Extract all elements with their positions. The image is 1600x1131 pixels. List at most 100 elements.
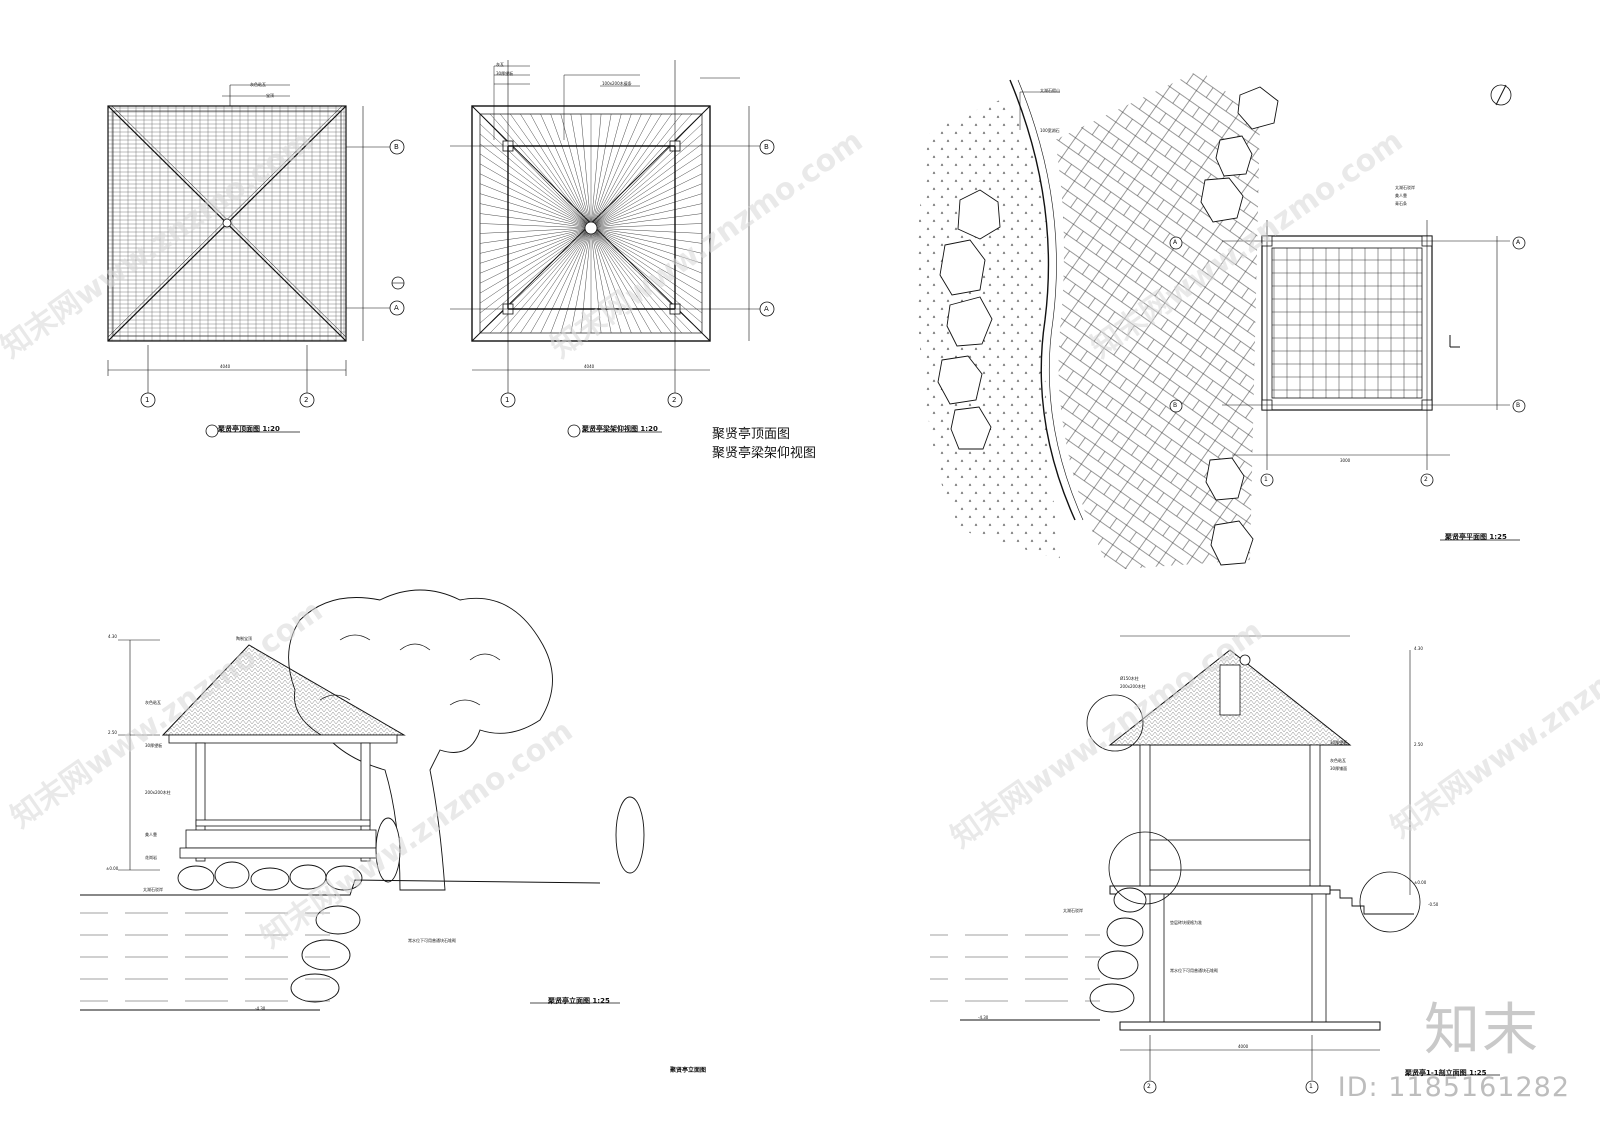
rafter-line xyxy=(479,227,592,294)
rafter-line xyxy=(590,227,703,244)
beam-axis-label-b: B xyxy=(764,143,769,151)
rafter-line xyxy=(590,193,703,229)
rafter-line xyxy=(479,133,592,229)
elev-note-2: 30厚望板 xyxy=(145,743,163,748)
site-axis-label-a: A xyxy=(1173,239,1178,246)
rafter-line xyxy=(590,227,672,334)
rafter-line xyxy=(590,113,703,229)
roof-plan-dim-total: 4040 xyxy=(220,364,231,369)
rafter-line xyxy=(590,163,703,229)
rafter-line xyxy=(489,227,592,334)
rafter-line xyxy=(590,227,682,334)
rafter-line xyxy=(510,113,592,229)
rafter-line xyxy=(590,183,703,229)
site-axis-label-b: B xyxy=(1173,402,1178,409)
rafter-line xyxy=(550,113,592,229)
beam-axis-label-2: 2 xyxy=(672,396,677,404)
roof-note-0: 灰色粘瓦 xyxy=(250,82,266,87)
elev-note-0: 陶制宝顶 xyxy=(236,636,252,641)
axis-label-b: B xyxy=(394,143,399,151)
rafter-line xyxy=(590,113,642,229)
rafter-line xyxy=(590,223,703,229)
rafter-line xyxy=(590,153,703,229)
sect-note-6: 垫层砖块规格为准 xyxy=(1170,920,1202,925)
rafter-line xyxy=(479,227,592,234)
rafter-line xyxy=(540,227,592,334)
beam-plan-title: 聚贤亭梁架仰视图 1:20 xyxy=(582,425,658,433)
elev-level-zero: ±0.00 xyxy=(106,866,119,871)
site-axis-label-2: 2 xyxy=(1424,476,1428,483)
pair-title-line2: 聚贤亭梁架仰视图 xyxy=(712,446,817,461)
rafter-line xyxy=(479,227,592,324)
sect-note-5: 太湖石驳岸 xyxy=(1063,908,1083,913)
site-plan-drawing xyxy=(917,70,1526,570)
rafter-line xyxy=(570,113,592,229)
rafter-line xyxy=(479,193,592,229)
beam-note-1: 30厚望板 xyxy=(496,71,514,76)
rafter-line xyxy=(530,113,592,229)
rafter-line xyxy=(590,227,703,234)
site-axis-label-1: 1 xyxy=(1264,476,1268,483)
rafter-line xyxy=(479,203,592,229)
image-id-label: ID: 1185161282 xyxy=(1337,1072,1570,1103)
rafter-line xyxy=(590,113,662,229)
elev-note-7: 常水位下可用普通块石堆砌 xyxy=(408,938,456,943)
rafter-line xyxy=(479,163,592,229)
rafter-line xyxy=(560,227,592,334)
section-title: 聚贤亭1-1剖立面图 1:25 xyxy=(1405,1069,1487,1077)
rafter-line xyxy=(590,227,632,334)
axis-label-1: 1 xyxy=(145,396,150,404)
rafter-line xyxy=(479,143,592,229)
rafter-line xyxy=(590,227,703,294)
rafter-line xyxy=(590,113,672,229)
site-plan-title: 聚贤亭平面图 1:25 xyxy=(1445,533,1507,541)
sect-note-4: 30厚铺面 xyxy=(1330,766,1348,771)
front-elevation-subtitle: 聚贤亭立面图 xyxy=(670,1067,707,1074)
sect-level-neg: -0.50 xyxy=(1428,902,1439,907)
section-axis-label-1: 1 xyxy=(1309,1083,1313,1090)
rafter-line xyxy=(479,183,592,229)
elev-level-bottom: -4.30 xyxy=(255,1006,266,1011)
beam-note-0: 灰瓦 xyxy=(496,62,504,67)
section-dim-total: 4000 xyxy=(1238,1044,1249,1049)
rafter-line xyxy=(590,173,703,229)
rafter-line xyxy=(500,227,592,334)
rafter-line xyxy=(590,227,652,334)
elev-level-top: 4.30 xyxy=(108,634,117,639)
rafter-line xyxy=(479,227,592,274)
front-elevation-title: 聚贤亭立面图 1:25 xyxy=(548,997,610,1005)
sect-note-7: 常水位下可用普通块石堆砌 xyxy=(1170,968,1218,973)
site-note-3: 美人靠 xyxy=(1395,193,1407,198)
rafter-line xyxy=(560,113,592,229)
rafter-line xyxy=(510,227,592,334)
rafter-line xyxy=(590,227,602,334)
elev-note-6: 太湖石驳岸 xyxy=(143,887,163,892)
rafter-line xyxy=(530,227,592,334)
elev-level-eave: 2.50 xyxy=(108,730,117,735)
beam-axis-label-1: 1 xyxy=(505,396,510,404)
rafter-line xyxy=(590,227,703,324)
beam-note-2: 100x200木檩条 xyxy=(602,81,632,86)
elev-note-1: 灰色粘瓦 xyxy=(145,700,161,705)
rafter-line xyxy=(590,227,703,304)
rafter-line xyxy=(580,227,592,334)
rafter-line xyxy=(590,113,652,229)
sect-level-eave: 2.50 xyxy=(1414,742,1423,747)
pair-title-line1: 聚贤亭顶面图 xyxy=(712,427,791,442)
sect-level-top: 4.30 xyxy=(1414,646,1423,651)
rafter-line xyxy=(479,227,592,244)
beam-plan-drawing xyxy=(450,60,775,438)
rafter-line xyxy=(590,227,703,254)
rafter-line xyxy=(590,123,703,229)
sect-level-bottom: -4.30 xyxy=(978,1015,989,1020)
roof-note-1: 宝顶 xyxy=(266,93,274,98)
site-dim-mid: 3000 xyxy=(1340,458,1351,463)
rafter-line xyxy=(590,227,662,334)
rafter-line xyxy=(580,113,592,229)
rafter-line xyxy=(479,173,592,229)
rafter-line xyxy=(590,227,642,334)
sect-note-1: 200x200木柱 xyxy=(1120,684,1146,689)
rafter-line xyxy=(590,227,703,264)
rafter-line xyxy=(479,153,592,229)
